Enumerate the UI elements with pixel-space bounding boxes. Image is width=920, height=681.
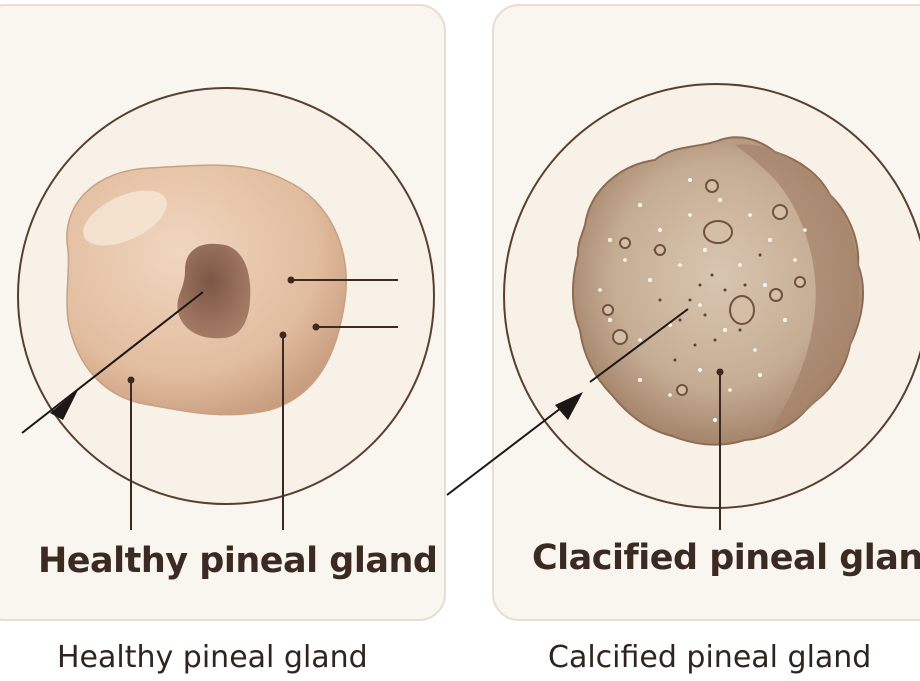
leader-dot-2 (313, 324, 320, 331)
calcified-leader-dot (717, 369, 724, 376)
leader-dot-4 (128, 377, 135, 384)
healthy-panel (0, 5, 445, 620)
leader-dot-1 (288, 277, 295, 284)
calcified-panel (447, 5, 920, 620)
leader-dot-3 (280, 332, 287, 339)
calcified-caption: Calcified pineal gland (548, 640, 871, 675)
calcified-panel-title: Clacified pineal gland (532, 538, 920, 578)
healthy-gland-core (177, 244, 250, 339)
healthy-caption: Healthy pineal gland (57, 640, 368, 675)
healthy-panel-title: Healthy pineal gland (38, 541, 437, 581)
